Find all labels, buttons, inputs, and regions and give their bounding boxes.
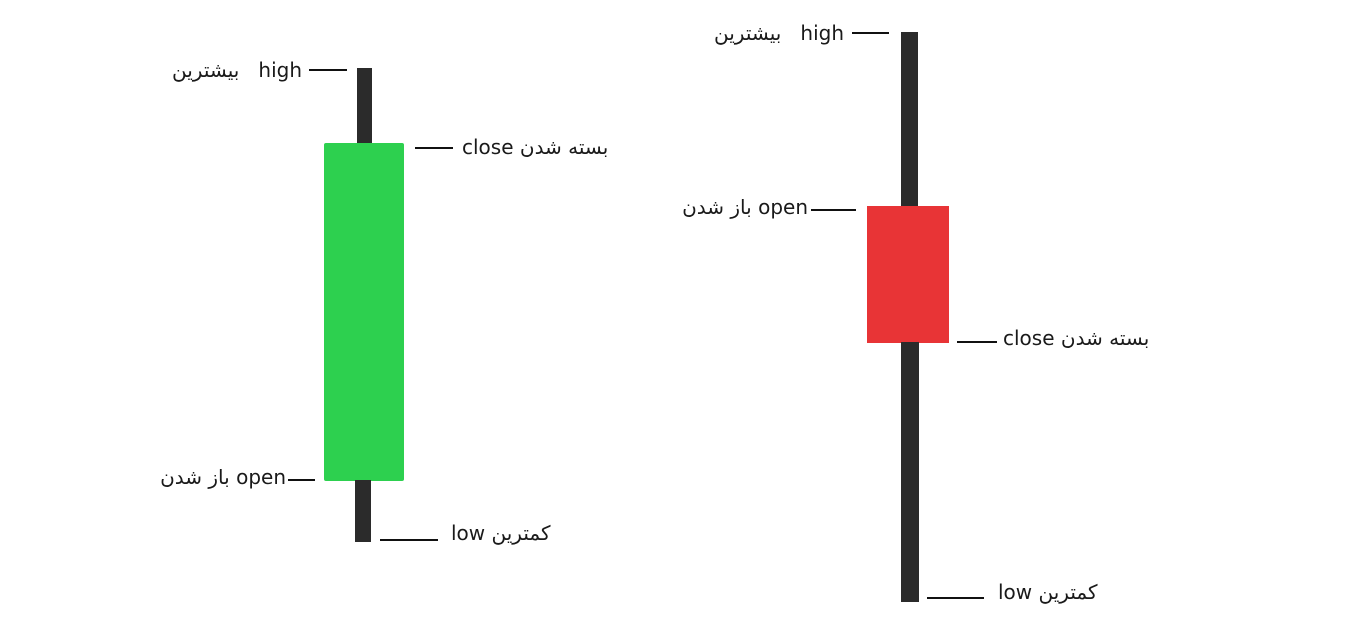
bearish-lower-wick [901, 342, 919, 602]
bearish-upper-wick [901, 32, 918, 207]
bullish-low-en: low [451, 521, 486, 545]
bearish-high-leader [852, 32, 889, 34]
bullish-upper-wick [357, 68, 372, 144]
bullish-close-label: close بسته شدن [462, 135, 608, 159]
bearish-open-en: open [758, 195, 808, 219]
bearish-close-en: close [1003, 326, 1055, 350]
bullish-high-leader [309, 69, 347, 71]
bullish-low-leader [380, 539, 438, 541]
bullish-close-fa: بسته شدن [519, 135, 609, 159]
bullish-open-leader [288, 479, 315, 481]
bearish-close-fa: بسته شدن [1060, 326, 1150, 350]
bearish-open-fa: باز شدن [682, 195, 752, 219]
bullish-open-fa: باز شدن [160, 465, 230, 489]
bullish-low-fa: کمترین [491, 521, 551, 545]
bearish-low-fa: کمترین [1038, 580, 1098, 604]
bearish-close-leader [957, 341, 997, 343]
bearish-high-fa: بیشترین [714, 21, 782, 45]
bearish-open-label: باز شدن open [660, 195, 808, 219]
bearish-candle-body [867, 206, 949, 343]
bullish-close-en: close [462, 135, 514, 159]
bullish-close-leader [415, 147, 453, 149]
bullish-candle-body [324, 143, 404, 481]
bearish-low-leader [927, 597, 984, 599]
bullish-high-en: high [258, 58, 302, 82]
bearish-open-leader [811, 209, 856, 211]
bearish-high-label: بیشترین high [690, 21, 844, 45]
bullish-low-label: low کمترین [451, 521, 550, 545]
bullish-open-label: باز شدن open [140, 465, 286, 489]
bullish-high-label: بیشترین high [162, 58, 302, 82]
bearish-low-label: low کمترین [998, 580, 1097, 604]
bullish-high-fa: بیشترین [172, 58, 240, 82]
bearish-high-en: high [800, 21, 844, 45]
bearish-close-label: close بسته شدن [1003, 326, 1149, 350]
bearish-low-en: low [998, 580, 1033, 604]
bullish-open-en: open [236, 465, 286, 489]
bullish-lower-wick [355, 480, 371, 542]
